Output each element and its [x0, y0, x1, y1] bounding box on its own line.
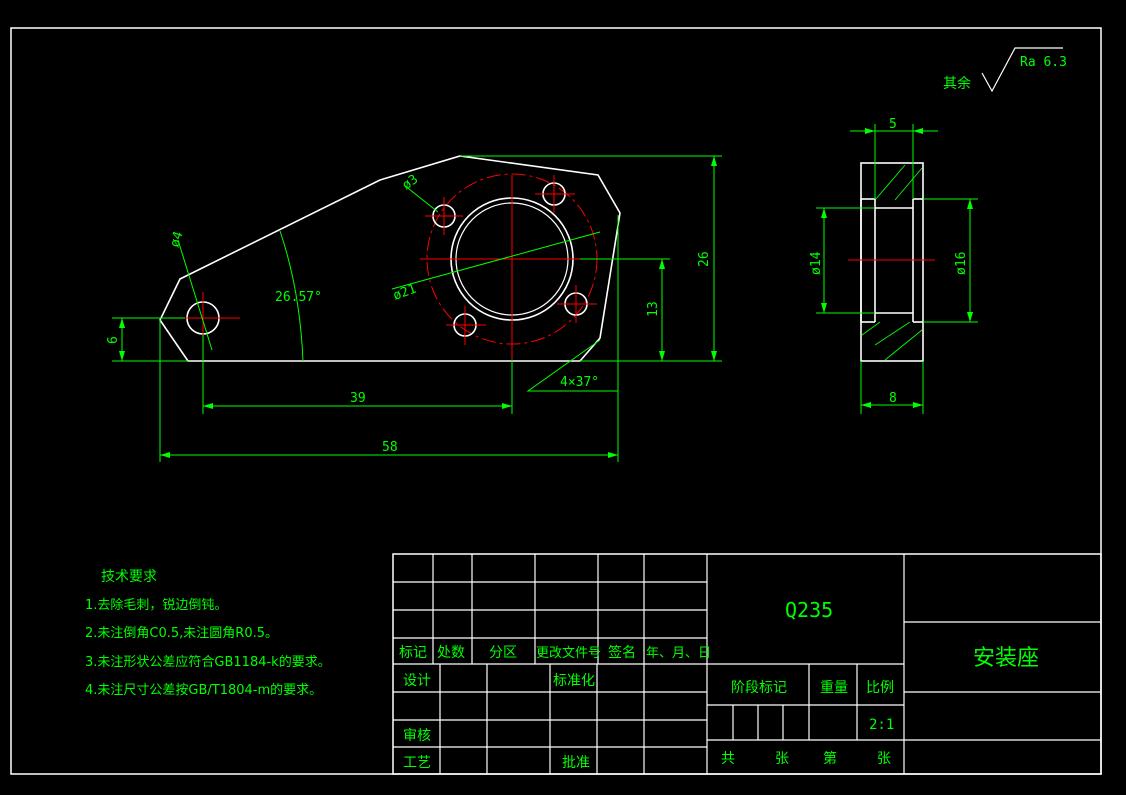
- title-block-grid: [392, 553, 1102, 775]
- dim-angle: 26.57°: [275, 290, 322, 305]
- label-design: 设计: [403, 673, 431, 689]
- label-standardization: 标准化: [553, 673, 595, 689]
- label-sheets: 张: [775, 751, 789, 767]
- header-signature: 签名: [608, 644, 636, 661]
- technical-requirements: 技术要求 1.去除毛刺，锐边倒钝。 2.未注倒角C0.5,未注圆角R0.5。 3…: [85, 569, 331, 698]
- label-sheets-2: 张: [877, 751, 891, 767]
- side-dimension-lines: [816, 124, 978, 414]
- header-date: 年、月、日: [646, 646, 711, 661]
- side-dimension-arrows: [821, 128, 973, 408]
- dim-bolt-circle: ø21: [391, 282, 418, 304]
- dimension-lines: [112, 155, 722, 462]
- part-outline: [159, 155, 621, 362]
- label-approve: 批准: [562, 755, 590, 771]
- material-value: Q235: [785, 598, 833, 622]
- dim-diameter-16: ø16: [954, 252, 969, 275]
- tech-item: 3.未注形状公差应符合GB1184-k的要求。: [85, 654, 331, 670]
- dim-hole-diameter: ø4: [168, 230, 187, 250]
- tech-item: 1.去除毛刺，锐边倒钝。: [85, 598, 227, 613]
- roughness-value: Ra 6.3: [1020, 55, 1067, 70]
- section-outline: [860, 162, 924, 362]
- dim-chamfer: 4×37°: [560, 375, 599, 390]
- dim-58: 58: [382, 440, 398, 455]
- tech-title: 技术要求: [101, 569, 157, 585]
- header-change-doc: 更改文件号: [536, 646, 601, 661]
- section-hatch: [861, 164, 923, 361]
- tech-item: 4.未注尺寸公差按GB/T1804-m的要求。: [85, 682, 322, 698]
- dim-height-13: 13: [646, 301, 661, 317]
- dim-39: 39: [350, 391, 366, 406]
- dim-height-6: 6: [106, 336, 121, 344]
- dim-width-8: 8: [889, 391, 897, 406]
- dim-diameter-14: ø14: [809, 251, 824, 275]
- scale-value: 2:1: [869, 717, 894, 733]
- tech-item: 2.未注倒角C0.5,未注圆角R0.5。: [85, 626, 278, 641]
- label-process: 工艺: [403, 755, 431, 771]
- center-lines: [180, 175, 610, 390]
- header-zone: 分区: [489, 645, 517, 661]
- label-scale: 比例: [866, 680, 894, 696]
- label-stage-mark: 阶段标记: [731, 680, 787, 696]
- label-sheet-no: 第: [823, 750, 837, 767]
- header-mark: 标记: [399, 645, 427, 661]
- roughness-symbol-icon: [981, 47, 1063, 93]
- label-weight: 重量: [820, 680, 848, 696]
- part-name: 安装座: [973, 646, 1039, 671]
- side-view: 5 8 ø14 ø16: [809, 117, 978, 414]
- title-block: 标记 处数 分区 更改文件号 签名 年、月、日 设计 标准化 审核 工艺 批准 …: [392, 553, 1102, 775]
- label-total: 共: [721, 751, 735, 767]
- dim-small-hole: ø3: [400, 172, 421, 193]
- dim-height-26: 26: [697, 251, 712, 267]
- dimension-arrows: [119, 156, 717, 458]
- header-count: 处数: [437, 645, 465, 661]
- front-view: ø4 ø3 26.57° ø21 6 13 26 4×37° 39 58: [106, 155, 722, 462]
- roughness-label: 其余: [943, 75, 971, 92]
- label-review: 审核: [403, 728, 431, 744]
- dim-width-5: 5: [889, 117, 897, 132]
- surface-roughness-note: 其余 Ra 6.3: [943, 47, 1067, 93]
